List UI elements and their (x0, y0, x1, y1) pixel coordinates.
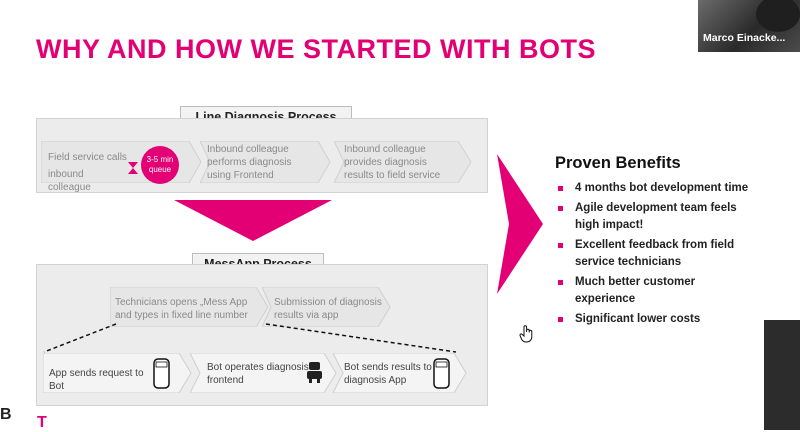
queue-time: 3-5 min (146, 155, 174, 164)
footer-left-char: B (0, 406, 12, 423)
old-step-3-text: Inbound colleague provides diagnosis res… (344, 143, 469, 182)
queue-badge: 3-5 min queue (141, 146, 179, 184)
new-step-2-line2: results via app (274, 310, 339, 321)
bot-step-1-text: App sends request to Bot (49, 367, 154, 393)
benefit-item: Agile development team feels high impact… (558, 200, 778, 234)
hand-cursor-icon (519, 325, 535, 348)
benefit-item: Much better customer experience (558, 274, 778, 308)
participant-name: Marco Einacke... (703, 32, 786, 44)
queue-label: queue (148, 165, 172, 174)
bullet-icon (558, 317, 563, 322)
old-step-2-line1: Inbound colleague (207, 144, 289, 155)
slide-title: WHY AND HOW WE STARTED WITH BOTS (36, 34, 596, 64)
benefit-text-cont: experience (575, 293, 636, 305)
benefit-text: 4 months bot development time (575, 182, 749, 194)
new-step-2-arrow (262, 287, 392, 327)
old-step-3-line2: provides diagnosis (344, 157, 427, 168)
participant-video-tile[interactable]: Marco Einacke... (698, 0, 800, 52)
benefit-text: Much better customer (575, 276, 696, 288)
old-step-3-line1: Inbound colleague (344, 144, 426, 155)
benefits-title: Proven Benefits (555, 154, 681, 172)
transition-down-arrow (174, 200, 334, 242)
server-icon (153, 358, 171, 395)
bullet-icon (558, 280, 563, 285)
old-step-2-text: Inbound colleague performs diagnosis usi… (207, 143, 322, 182)
bot-step-3-text: Bot sends results to diagnosis App (344, 361, 449, 387)
hourglass-icon (127, 161, 139, 180)
old-step-1-line1: Field service calls (48, 152, 127, 163)
zoom-dashed-lines (43, 323, 457, 353)
robot-icon (305, 360, 325, 389)
new-step-1-line1: Technicians opens „Mess App (115, 297, 248, 308)
old-step-1-line2: inbound colleague (48, 169, 91, 193)
bot-step-3-line1: Bot sends results to (344, 362, 432, 373)
bot-step-2-line2: frontend (207, 375, 244, 386)
new-step-2-text: Submission of diagnosis results via app (274, 296, 389, 322)
app-server-icon (433, 358, 451, 395)
bot-step-3-line2: diagnosis App (344, 375, 407, 386)
benefit-text-cont: service technicians (575, 256, 682, 268)
bullet-icon (558, 243, 563, 248)
new-step-1-text: Technicians opens „Mess App and types in… (115, 296, 265, 322)
old-step-1-text: Field service calls inbound colleague (48, 151, 128, 194)
old-step-3-arrow (334, 141, 474, 183)
benefit-item: Significant lower costs (558, 311, 778, 328)
participant-avatar (756, 0, 800, 32)
old-step-2-arrow (200, 141, 332, 183)
old-step-2-line3: using Frontend (207, 170, 274, 181)
new-step-2-line1: Submission of diagnosis (274, 297, 382, 308)
benefit-text: Agile development team feels (575, 202, 737, 214)
telekom-logo: T (37, 414, 47, 431)
benefit-text: Significant lower costs (575, 313, 701, 325)
new-step-1-arrow (110, 287, 270, 327)
bot-step-2-line1: Bot operates diagnosis (207, 362, 309, 373)
benefit-text: Excellent feedback from field (575, 239, 735, 251)
bullet-icon (558, 206, 563, 211)
bot-step-2-text: Bot operates diagnosis frontend (207, 361, 312, 387)
bot-step-3-arrow (333, 353, 468, 393)
bullet-icon (558, 186, 563, 191)
benefits-right-arrow (497, 154, 545, 294)
bot-step-1-line1: App sends request to Bot (49, 368, 144, 392)
benefit-text-cont: high impact! (575, 219, 644, 231)
benefit-item: 4 months bot development time (558, 180, 778, 197)
side-strip (764, 320, 800, 430)
old-step-3-line3: results to field service (344, 170, 441, 181)
old-step-2-line2: performs diagnosis (207, 157, 292, 168)
bot-step-2-arrow (190, 353, 338, 393)
benefit-item: Excellent feedback from field service te… (558, 237, 778, 271)
benefits-list: 4 months bot development time Agile deve… (558, 180, 778, 331)
new-step-1-line2: and types in fixed line number (115, 310, 248, 321)
